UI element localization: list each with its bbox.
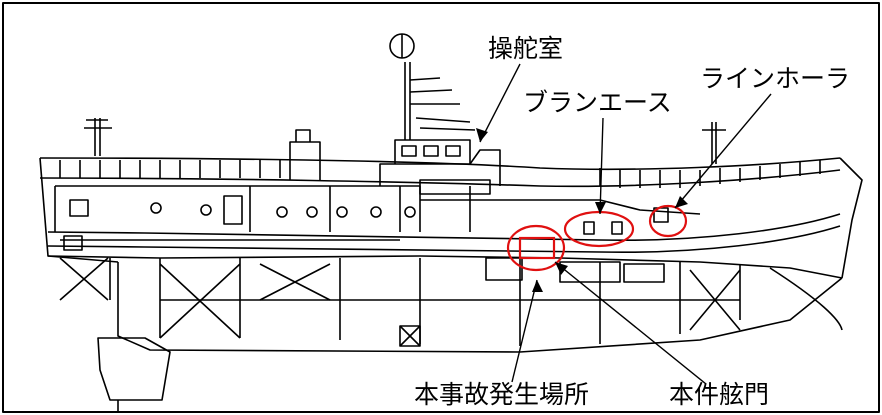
label-brailer: ブランエース	[523, 88, 672, 117]
highlight-marks	[506, 204, 688, 272]
leader-brailer	[599, 117, 604, 215]
leader-wheelhouse	[479, 63, 521, 143]
leader-arrowheads	[476, 128, 688, 292]
leader-accident-site	[511, 279, 538, 383]
accident-site-ellipse	[506, 224, 566, 272]
label-hatch: 本件舷門	[669, 380, 770, 409]
label-wheelhouse: 操舵室	[488, 34, 564, 63]
leader-hatch	[554, 261, 707, 385]
leader-line-hauler	[674, 93, 772, 209]
label-accident-site: 本事故発生場所	[414, 380, 590, 409]
label-line-hauler: ラインホーラ	[700, 64, 851, 93]
brailer-ellipse	[563, 210, 635, 248]
accident-site-box	[518, 236, 556, 260]
leader-lines	[479, 63, 772, 385]
line-hauler-ellipse	[648, 204, 688, 238]
